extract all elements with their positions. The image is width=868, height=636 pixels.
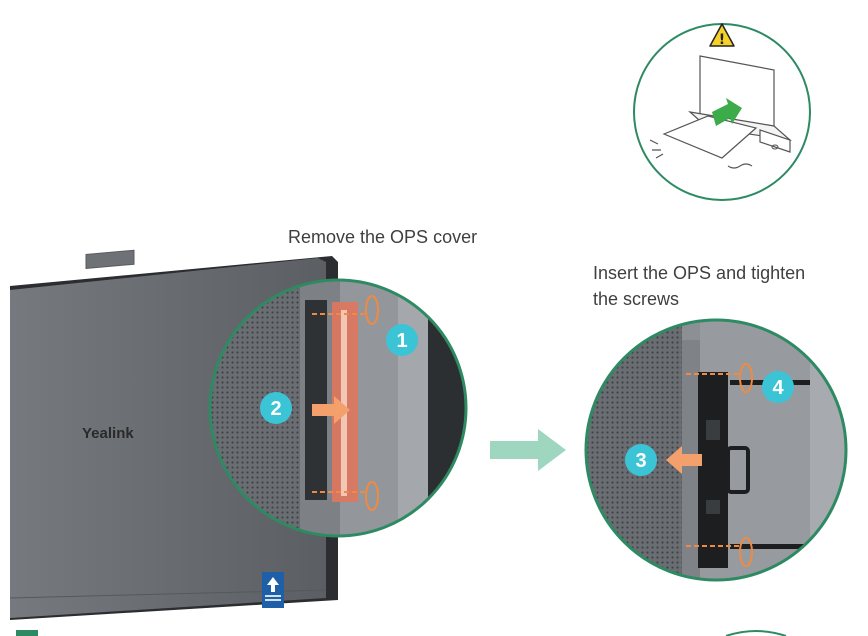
insert-ops-caption-line1: Insert the OPS and tighten [593, 263, 805, 283]
flow-arrow-icon [490, 429, 566, 471]
next-inset-edge [725, 630, 787, 636]
insert-ops-caption-line2: the screws [593, 289, 679, 309]
warning-icon: ! [709, 23, 735, 48]
svg-text:1: 1 [396, 330, 407, 352]
step-badge-4: 4 [762, 371, 794, 403]
upload-label-icon [262, 572, 284, 608]
step-badge-1: 1 [386, 324, 418, 356]
screw-icon [312, 481, 379, 511]
screw-icon [686, 537, 753, 567]
next-step-marker [16, 630, 38, 636]
move-arrow-icon [712, 98, 742, 126]
step-badge-2: 2 [260, 392, 292, 424]
warning-inset: ! [633, 23, 811, 201]
svg-text:2: 2 [270, 398, 281, 420]
screw-icon [686, 363, 753, 393]
brand-logo: Yealink [82, 425, 134, 442]
insert-ops-detail [584, 318, 848, 582]
move-arrow-icon [312, 396, 350, 424]
step-badge-3: 3 [625, 444, 657, 476]
warning-symbol: ! [719, 32, 725, 48]
remove-cover-caption: Remove the OPS cover [288, 227, 477, 247]
svg-text:3: 3 [635, 450, 646, 472]
move-arrow-icon [666, 446, 702, 474]
svg-text:4: 4 [772, 377, 784, 399]
screw-icon [312, 295, 379, 325]
